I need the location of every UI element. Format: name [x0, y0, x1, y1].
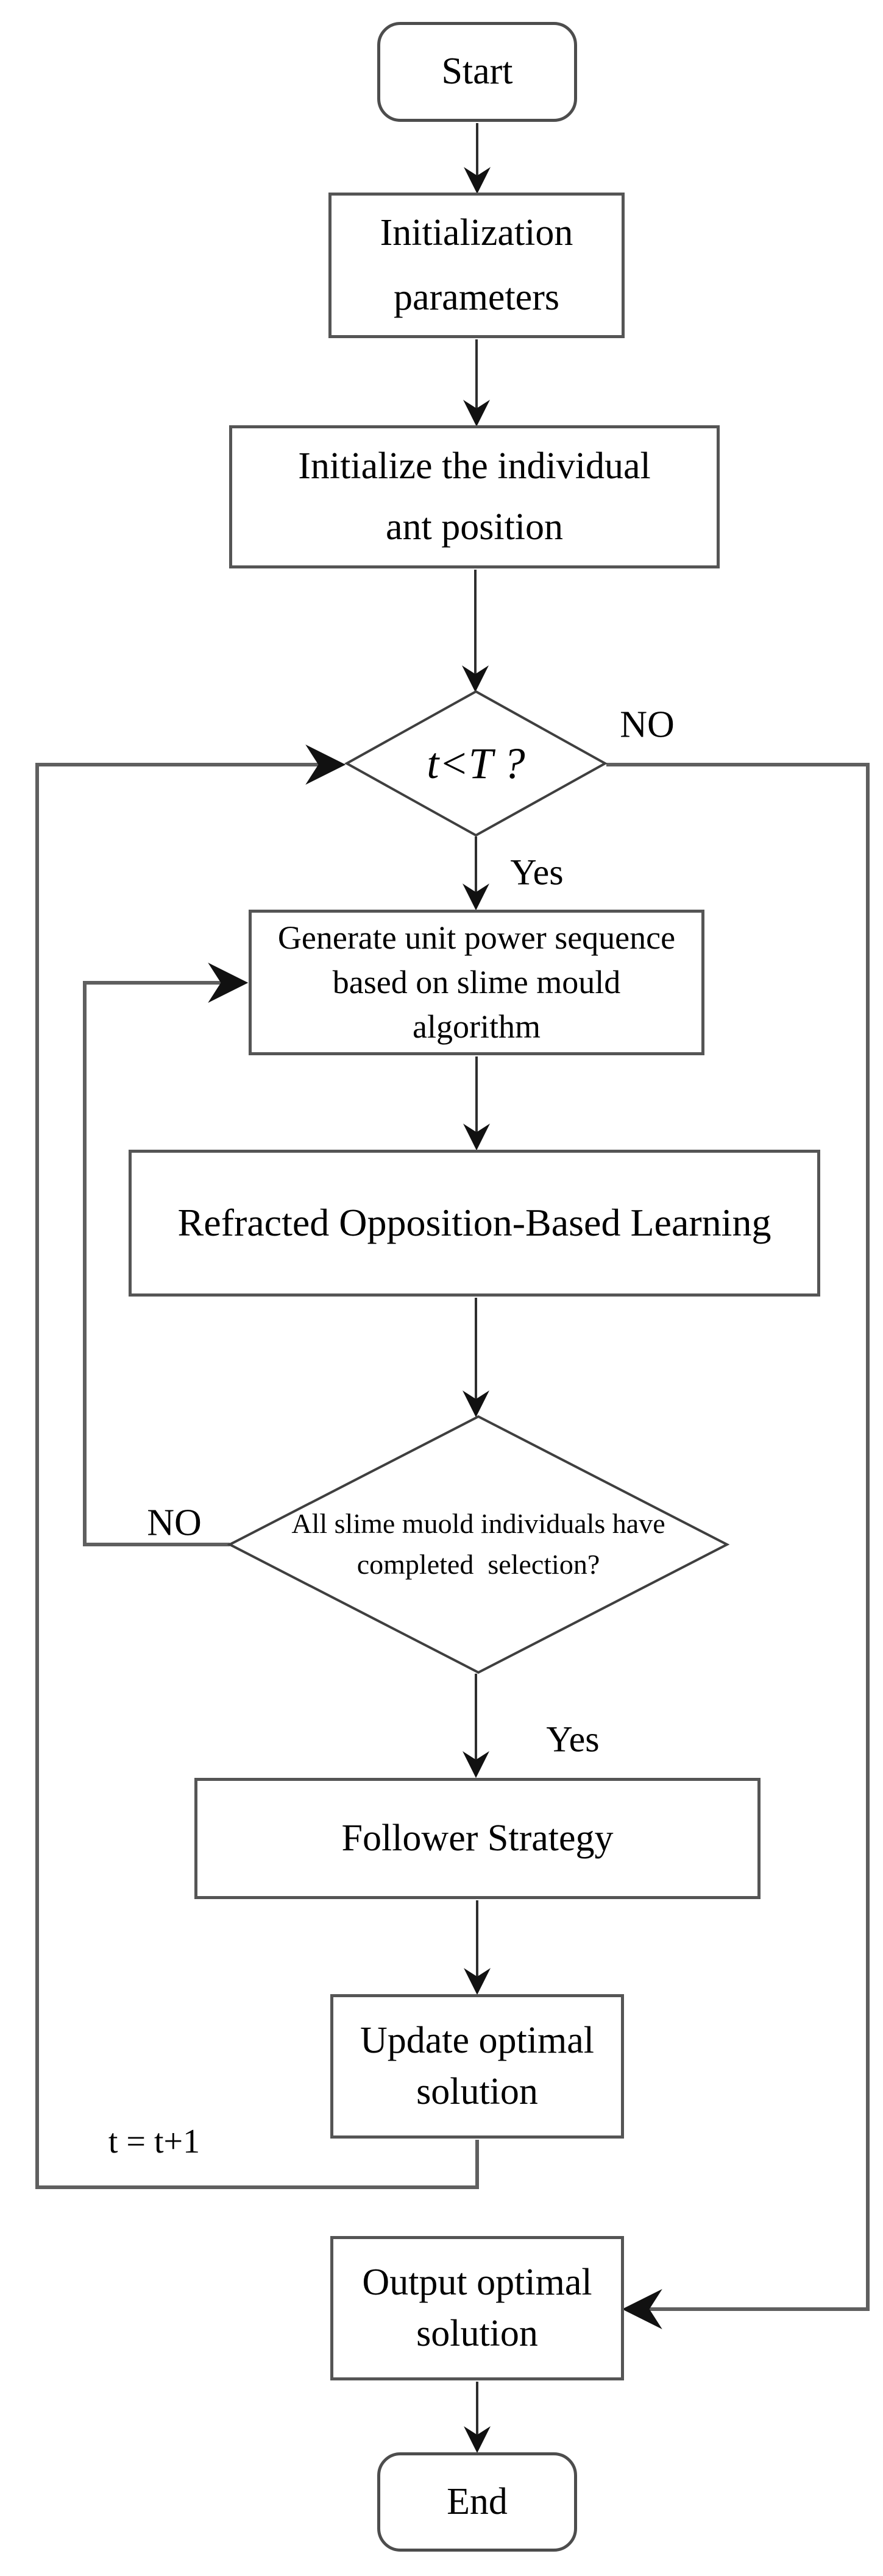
- end-node: End: [377, 2452, 577, 2552]
- follower-node: Follower Strategy: [194, 1778, 761, 1899]
- decision-t-diamond: [344, 690, 608, 837]
- gen-seq-node: Generate unit power sequence based on sl…: [249, 910, 704, 1055]
- decision-all-label: All slime muold individuals have complet…: [291, 1508, 665, 1580]
- decision-t-label: t<T ?: [427, 738, 525, 788]
- yes-label-inner: Yes: [546, 1719, 600, 1760]
- init-params-node: Initialization parameters: [328, 193, 625, 338]
- update-node: Update optimal solution: [330, 1994, 624, 2139]
- edge-update-loop-to-decision-t: [35, 745, 479, 2189]
- start-node: Start: [377, 22, 577, 122]
- edge-decision-t-no-to-output: [606, 763, 870, 2329]
- increment-label: t = t+1: [108, 2123, 200, 2160]
- output-node: Output optimal solution: [330, 2236, 624, 2380]
- yes-label-top: Yes: [510, 852, 564, 893]
- edge-decision-all-no-to-gen-seq: [83, 963, 249, 1546]
- decision-all-diamond: [227, 1415, 730, 1674]
- no-label-top: NO: [620, 704, 675, 746]
- init-ant-node: Initialize the individual ant position: [229, 425, 720, 568]
- no-label-inner: NO: [147, 1502, 202, 1544]
- robl-node: Refracted Opposition-Based Learning: [129, 1150, 820, 1297]
